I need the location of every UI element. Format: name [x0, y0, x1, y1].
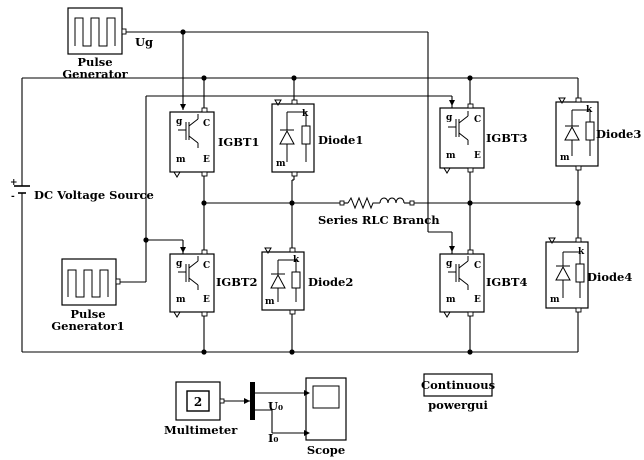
pulse-generator-label-2: Generator [62, 67, 128, 81]
diode1-pin-m: m [276, 159, 286, 169]
igbt4-pin-m: m [446, 295, 456, 305]
diode1-label: Diode1 [318, 133, 363, 147]
arrow-down-icon [180, 247, 186, 253]
i0-label: I₀ [268, 431, 278, 445]
pulse-generator-block[interactable] [67, 7, 127, 55]
igbt2-block[interactable] [169, 247, 215, 318]
ug-signal-label: Ug [135, 35, 153, 49]
igbt2-pin-g: g [176, 259, 183, 269]
arrow-down-icon [449, 100, 455, 106]
dc-voltage-source-label: DC Voltage Source [34, 188, 154, 202]
igbt3-label: IGBT3 [486, 131, 527, 145]
triangle-port-icon [548, 237, 556, 244]
pulse-generator1-label-1: Pulse [70, 307, 105, 321]
series-rlc-branch-block[interactable] [339, 196, 415, 210]
pulse-waveform-icon [74, 17, 116, 47]
igbt4-label: IGBT4 [486, 275, 527, 289]
powergui-label: powergui [428, 398, 488, 412]
triangle-port-icon [558, 97, 566, 104]
igbt3-pin-e: E [474, 151, 481, 161]
diode4-label: Diode4 [587, 270, 632, 284]
igbt-symbol-icon [178, 114, 199, 148]
multimeter-block[interactable] [175, 381, 225, 421]
pulse-generator1-label-2: Generator1 [51, 319, 124, 333]
arrow-down-icon [180, 104, 186, 110]
junction-dots [143, 29, 581, 355]
diode-symbol-icon [279, 111, 311, 162]
igbt3-pin-c: C [474, 115, 481, 125]
diode3-pin-k: k [586, 105, 593, 115]
diode4-pin-k: k [578, 247, 585, 257]
arrow-down-icon [449, 246, 455, 252]
igbt1-pin-m: m [176, 155, 186, 165]
triangle-port-icon [173, 171, 181, 178]
igbt2-pin-e: E [203, 295, 210, 305]
diode2-pin-k: k [293, 255, 300, 265]
u0-label: U₀ [268, 399, 283, 413]
igbt3-pin-m: m [446, 151, 456, 161]
diode4-block[interactable] [545, 237, 589, 313]
diode1-block[interactable] [271, 99, 315, 177]
igbt3-block[interactable] [439, 100, 485, 174]
scope-block[interactable] [304, 377, 347, 441]
igbt1-label: IGBT1 [218, 135, 259, 149]
diode-symbol-icon [564, 109, 595, 156]
pulse-waveform-icon [67, 269, 109, 298]
igbt-symbol-icon [448, 256, 469, 290]
igbt-symbol-icon [448, 111, 469, 145]
igbt-symbol-icon [178, 256, 199, 290]
resistor-icon [347, 196, 380, 210]
triangle-port-icon [443, 167, 451, 174]
diode4-pin-m: m [550, 295, 560, 305]
igbt2-pin-m: m [176, 295, 186, 305]
igbt1-pin-e: E [203, 155, 210, 165]
diode2-label: Diode2 [308, 275, 353, 289]
series-rlc-label: Series RLC Branch [318, 213, 440, 227]
multimeter-display: 2 [194, 395, 202, 409]
igbt3-pin-g: g [446, 113, 453, 123]
pulse-generator-label-1: Pulse [77, 55, 112, 69]
dc-voltage-source-block[interactable] [14, 180, 30, 200]
dc-minus-sign: - [11, 192, 15, 202]
powergui-block[interactable] [423, 373, 493, 397]
igbt1-block[interactable] [169, 104, 215, 178]
demux-bar[interactable] [250, 382, 255, 420]
igbt4-pin-e: E [474, 295, 481, 305]
igbt2-label: IGBT2 [216, 275, 257, 289]
diode3-label: Diode3 [596, 127, 641, 141]
dc-plus-sign: + [10, 178, 18, 188]
arrow-right-icon [304, 390, 310, 396]
diode2-block[interactable] [261, 247, 305, 315]
igbt2-pin-c: C [203, 261, 210, 271]
diode2-pin-m: m [265, 297, 275, 307]
igbt4-block[interactable] [439, 246, 485, 318]
diode3-pin-m: m [560, 153, 570, 163]
triangle-port-icon [274, 99, 282, 106]
igbt1-pin-c: C [203, 119, 210, 129]
triangle-port-icon [264, 247, 272, 254]
scope-label: Scope [307, 443, 345, 457]
diode-symbol-icon [555, 251, 585, 298]
arrow-right-icon [304, 430, 310, 436]
wires [21, 31, 579, 434]
igbt4-pin-c: C [474, 261, 481, 271]
diode3-block[interactable] [555, 97, 599, 171]
pulse-generator1-block[interactable] [61, 258, 121, 306]
multimeter-label: Multimeter [164, 423, 238, 437]
triangle-port-icon [443, 311, 451, 318]
diode1-pin-k: k [302, 109, 309, 119]
arrow-right-icon [244, 398, 250, 404]
powergui-mode: Continuous [421, 378, 495, 392]
triangle-port-icon [173, 311, 181, 318]
igbt4-pin-g: g [446, 259, 453, 269]
inductor-icon [379, 197, 405, 204]
igbt1-pin-g: g [176, 117, 183, 127]
diode-symbol-icon [270, 259, 301, 302]
